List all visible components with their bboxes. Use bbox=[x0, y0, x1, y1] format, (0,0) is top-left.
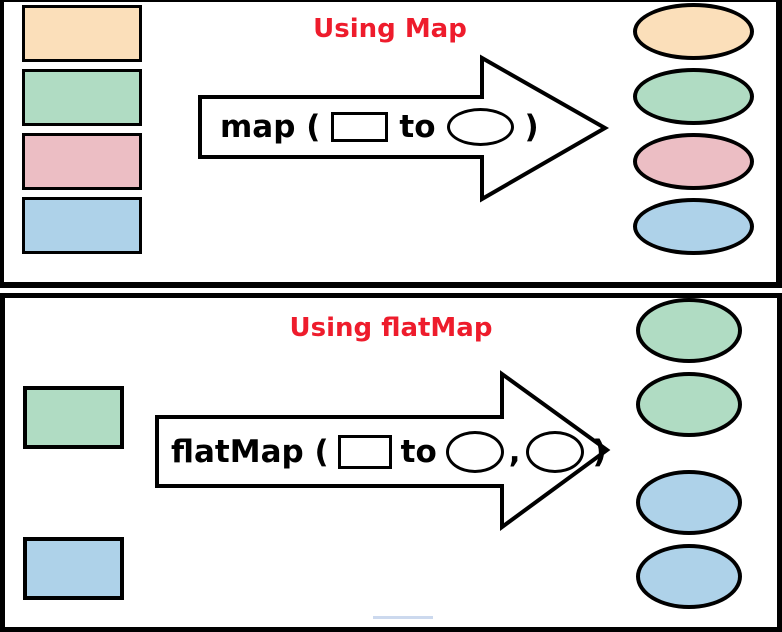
flatmap-operation-label: flatMap ( to , ) bbox=[171, 417, 607, 486]
green-rectangle bbox=[23, 386, 124, 449]
map-operation-label: map ( to ) bbox=[220, 97, 539, 157]
square-icon bbox=[337, 434, 392, 469]
map-label-suffix: ) bbox=[524, 109, 539, 145]
green-rectangle bbox=[22, 69, 142, 126]
map-label-to: to bbox=[399, 109, 436, 145]
square-icon bbox=[331, 112, 389, 142]
flatmap-label-separator: , bbox=[508, 433, 521, 470]
flatmap-inputs-column bbox=[23, 386, 124, 600]
oval-icon bbox=[445, 430, 504, 473]
blue-oval bbox=[633, 198, 754, 255]
flatmap-underline bbox=[373, 616, 433, 619]
orange-rectangle bbox=[22, 5, 142, 62]
shape-group bbox=[636, 470, 742, 609]
right-block-arrow-icon bbox=[198, 54, 610, 203]
flatmap-label-suffix: ) bbox=[592, 433, 607, 470]
blue-rectangle bbox=[23, 537, 124, 600]
green-oval bbox=[636, 372, 742, 437]
green-oval bbox=[636, 298, 742, 363]
oval-icon bbox=[446, 108, 514, 146]
orange-oval bbox=[633, 3, 754, 60]
shape-group bbox=[22, 133, 142, 190]
flatmap-label-to: to bbox=[400, 433, 437, 470]
shape-group bbox=[636, 298, 742, 437]
panel-title: Using flatMap bbox=[289, 313, 493, 343]
shape-group bbox=[22, 5, 142, 62]
pink-oval bbox=[633, 133, 754, 190]
map-inputs-column bbox=[22, 5, 142, 254]
shape-group bbox=[633, 133, 754, 190]
shape-group bbox=[23, 386, 124, 449]
shape-group bbox=[633, 198, 754, 255]
flatmap-outputs-column bbox=[636, 298, 742, 609]
blue-rectangle bbox=[22, 197, 142, 254]
map-panel: Using Map map ( to ) bbox=[0, 0, 782, 288]
oval-icon bbox=[525, 430, 584, 473]
shape-group bbox=[633, 68, 754, 125]
blue-oval bbox=[636, 544, 742, 609]
map-label-prefix: map ( bbox=[220, 109, 321, 145]
shape-group bbox=[22, 197, 142, 254]
shape-group bbox=[23, 537, 124, 600]
map-outputs-column bbox=[633, 3, 754, 255]
blue-oval bbox=[636, 470, 742, 535]
green-oval bbox=[633, 68, 754, 125]
shape-group bbox=[22, 69, 142, 126]
flatmap-label-prefix: flatMap ( bbox=[171, 433, 329, 470]
flatmap-panel: Using flatMap flatMap ( to , ) bbox=[0, 293, 782, 632]
pink-rectangle bbox=[22, 133, 142, 190]
panel-title: Using Map bbox=[313, 14, 467, 44]
shape-group bbox=[633, 3, 754, 60]
